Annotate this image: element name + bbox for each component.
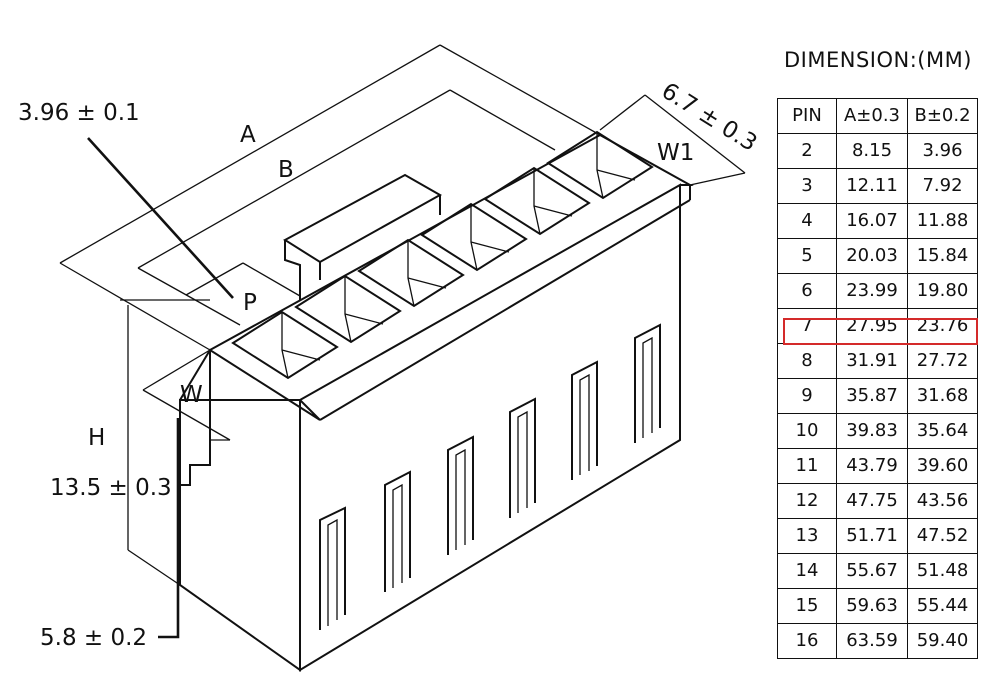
table-cell: 7.92 — [907, 168, 978, 204]
table-cell: 35.64 — [907, 413, 978, 449]
table-cell: 51.71 — [836, 518, 908, 554]
table-cell: 59.40 — [907, 623, 978, 659]
table-cell: 15 — [777, 588, 837, 624]
table-cell: 43.56 — [907, 483, 978, 519]
table-cell: 20.03 — [836, 238, 908, 274]
locking-ramp — [283, 173, 443, 300]
table-cell: 16 — [777, 623, 837, 659]
table-title: DIMENSION:(MM) — [784, 48, 972, 72]
table-cell: 16.07 — [836, 203, 908, 239]
table-cell: 12.11 — [836, 168, 908, 204]
side-slots — [319, 323, 661, 630]
dim-w1-label: W1 — [657, 140, 694, 166]
table-cell: 9 — [777, 378, 837, 414]
pitch-label: 3.96 ± 0.1 — [18, 100, 140, 126]
dim-bottom-value: 5.8 ± 0.2 — [40, 625, 147, 651]
table-cell: 11 — [777, 448, 837, 484]
table-cell: 8.15 — [836, 133, 908, 169]
table-header-cell: PIN — [777, 98, 837, 134]
table-header-cell: B±0.2 — [907, 98, 978, 134]
table-cell: 31.68 — [907, 378, 978, 414]
table-cell: 31.91 — [836, 343, 908, 379]
table-cell: 6 — [777, 273, 837, 309]
table-cell: 12 — [777, 483, 837, 519]
table-cell: 4 — [777, 203, 837, 239]
table-cell: 47.52 — [907, 518, 978, 554]
table-cell: 27.95 — [836, 308, 908, 344]
table-cell: 8 — [777, 343, 837, 379]
table-cell: 23.76 — [907, 308, 978, 344]
cavity — [231, 310, 339, 380]
table-cell: 39.60 — [907, 448, 978, 484]
dimension-lines — [59, 44, 746, 639]
table-cell: 5 — [777, 238, 837, 274]
table-cell: 10 — [777, 413, 837, 449]
table-cell: 2 — [777, 133, 837, 169]
table-cell: 3 — [777, 168, 837, 204]
table-cell: 13 — [777, 518, 837, 554]
table-cell: 47.75 — [836, 483, 908, 519]
dim-h-label: H — [88, 425, 105, 451]
cavity — [357, 238, 465, 308]
table-cell: 3.96 — [907, 133, 978, 169]
cavity — [546, 130, 654, 200]
dim-w-label: W — [180, 382, 203, 408]
table-header-cell: A±0.3 — [836, 98, 908, 134]
table-cell: 39.83 — [836, 413, 908, 449]
table-cell: 63.59 — [836, 623, 908, 659]
table-cell: 7 — [777, 308, 837, 344]
connector-body — [179, 133, 694, 672]
table-cell: 15.84 — [907, 238, 978, 274]
table-cell: 23.99 — [836, 273, 908, 309]
cavity — [294, 274, 402, 344]
table-cell: 59.63 — [836, 588, 908, 624]
cavity — [483, 166, 591, 236]
table-cell: 35.87 — [836, 378, 908, 414]
table-cell: 14 — [777, 553, 837, 589]
table-cell: 27.72 — [907, 343, 978, 379]
cavity — [420, 202, 528, 272]
table-cell: 11.88 — [907, 203, 978, 239]
dim-h-value: 13.5 ± 0.3 — [50, 475, 172, 501]
dim-p-label: P — [243, 290, 257, 316]
dimension-labels: 3.96 ± 0.1 A B P W1 6.7 ± 0.3 W H 13.5 ±… — [18, 78, 761, 651]
dim-b-label: B — [278, 157, 294, 183]
table-cell: 51.48 — [907, 553, 978, 589]
dim-a-label: A — [240, 122, 256, 148]
table-cell: 55.67 — [836, 553, 908, 589]
cavities — [231, 130, 654, 380]
table-cell: 55.44 — [907, 588, 978, 624]
table-cell: 43.79 — [836, 448, 908, 484]
table-cell: 19.80 — [907, 273, 978, 309]
